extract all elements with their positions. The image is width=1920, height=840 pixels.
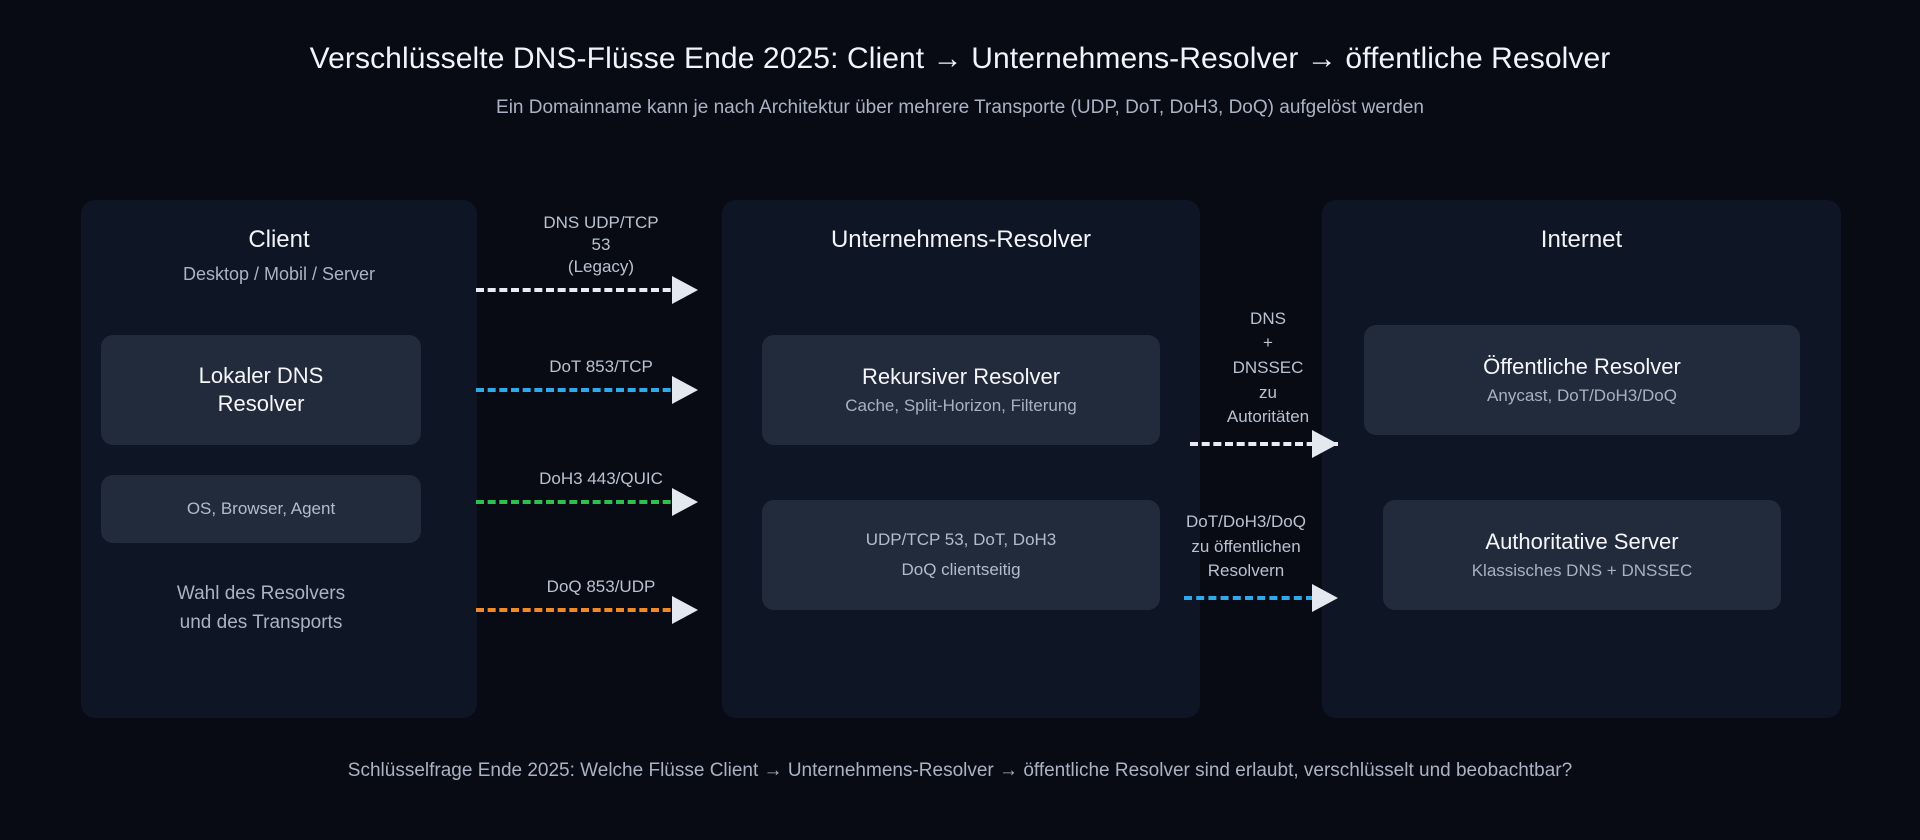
node-client-note: Wahl des Resolvers und des Transports <box>101 570 421 646</box>
page-subtitle: Ein Domainname kann je nach Architektur … <box>496 97 1424 118</box>
connector-public-resolvers-label: DoT/DoH3/DoQ zu öffentlichen Resolvern <box>1186 512 1306 581</box>
connector-dot-arrowhead <box>672 376 698 404</box>
zone-client-title: Client <box>248 226 310 253</box>
connector-dot[interactable]: DoT 853/TCP <box>476 356 726 404</box>
zone-internet-title: Internet <box>1540 226 1623 253</box>
node-local-dns-resolver-label: Lokaler DNS Resolver <box>198 362 324 416</box>
connector-doq-line <box>476 608 694 612</box>
connector-authoritative-arrowhead <box>1312 430 1338 458</box>
connector-doh3[interactable]: DoH3 443/QUIC <box>476 468 726 516</box>
node-authoritative-servers[interactable]: Authoritative Server Klassisches DNS + D… <box>1383 500 1781 610</box>
node-authoritative-servers-sublabel: Klassisches DNS + DNSSEC <box>1471 560 1693 580</box>
connector-authoritative[interactable]: DNS + DNSSEC zu Autoritäten <box>1190 290 1346 458</box>
connector-doh3-line <box>476 500 694 504</box>
node-public-resolvers-label: Öffentliche Resolver <box>1483 354 1681 380</box>
zone-internet: Internet Öffentliche Resolver Anycast, D… <box>1322 200 1841 718</box>
footer-note: Schlüsselfrage Ende 2025: Welche Flüsse … <box>347 760 1573 781</box>
zone-client: Client Desktop / Mobil / Server Lokaler … <box>81 200 477 718</box>
node-recursive-resolver-sublabel: Cache, Split-Horizon, Filterung <box>845 395 1077 415</box>
connector-doq-arrowhead <box>672 596 698 624</box>
connector-authoritative-label: DNS + DNSSEC zu Autoritäten <box>1226 308 1310 427</box>
zone-enterprise-resolver: Unternehmens-Resolver Rekursiver Resolve… <box>722 200 1200 718</box>
connector-public-resolvers[interactable]: DoT/DoH3/DoQ zu öffentlichen Resolvern <box>1146 512 1346 612</box>
zone-enterprise-title: Unternehmens-Resolver <box>830 226 1092 253</box>
node-local-dns-resolver[interactable]: Lokaler DNS Resolver <box>101 335 421 445</box>
connector-doq-label: DoQ 853/UDP <box>546 576 656 596</box>
connector-public-resolvers-arrowhead <box>1312 584 1338 612</box>
node-os-browser-agent[interactable]: OS, Browser, Agent <box>101 475 421 543</box>
connector-doh3-arrowhead <box>672 488 698 516</box>
connector-doh3-label: DoH3 443/QUIC <box>539 468 663 488</box>
node-public-resolvers[interactable]: Öffentliche Resolver Anycast, DoT/DoH3/D… <box>1364 325 1800 435</box>
node-authoritative-servers-label: Authoritative Server <box>1485 529 1679 555</box>
zone-client-subtitle: Desktop / Mobil / Server <box>182 264 376 284</box>
node-public-resolvers-sublabel: Anycast, DoT/DoH3/DoQ <box>1487 385 1677 405</box>
connector-dot-line <box>476 388 694 392</box>
node-enterprise-transports[interactable]: UDP/TCP 53, DoT, DoH3 DoQ clientseitig <box>762 500 1160 610</box>
page-title: Verschlüsselte DNS-Flüsse Ende 2025: Cli… <box>309 42 1611 75</box>
connector-dot-label: DoT 853/TCP <box>549 356 653 376</box>
connector-legacy-arrowhead <box>672 276 698 304</box>
node-recursive-resolver-label: Rekursiver Resolver <box>861 364 1061 390</box>
connector-authoritative-line <box>1190 442 1338 446</box>
node-enterprise-transports-label: UDP/TCP 53, DoT, DoH3 DoQ clientseitig <box>865 530 1057 579</box>
connector-legacy-line <box>476 288 694 292</box>
connector-doq[interactable]: DoQ 853/UDP <box>476 576 726 624</box>
connector-legacy-label: DNS UDP/TCP 53 (Legacy) <box>543 212 659 276</box>
connector-legacy[interactable]: DNS UDP/TCP 53 (Legacy) <box>476 213 726 304</box>
node-client-note-label: Wahl des Resolvers und des Transports <box>176 582 346 633</box>
connector-public-resolvers-line <box>1184 596 1314 600</box>
node-os-browser-agent-label: OS, Browser, Agent <box>186 499 336 519</box>
node-recursive-resolver[interactable]: Rekursiver Resolver Cache, Split-Horizon… <box>762 335 1160 445</box>
